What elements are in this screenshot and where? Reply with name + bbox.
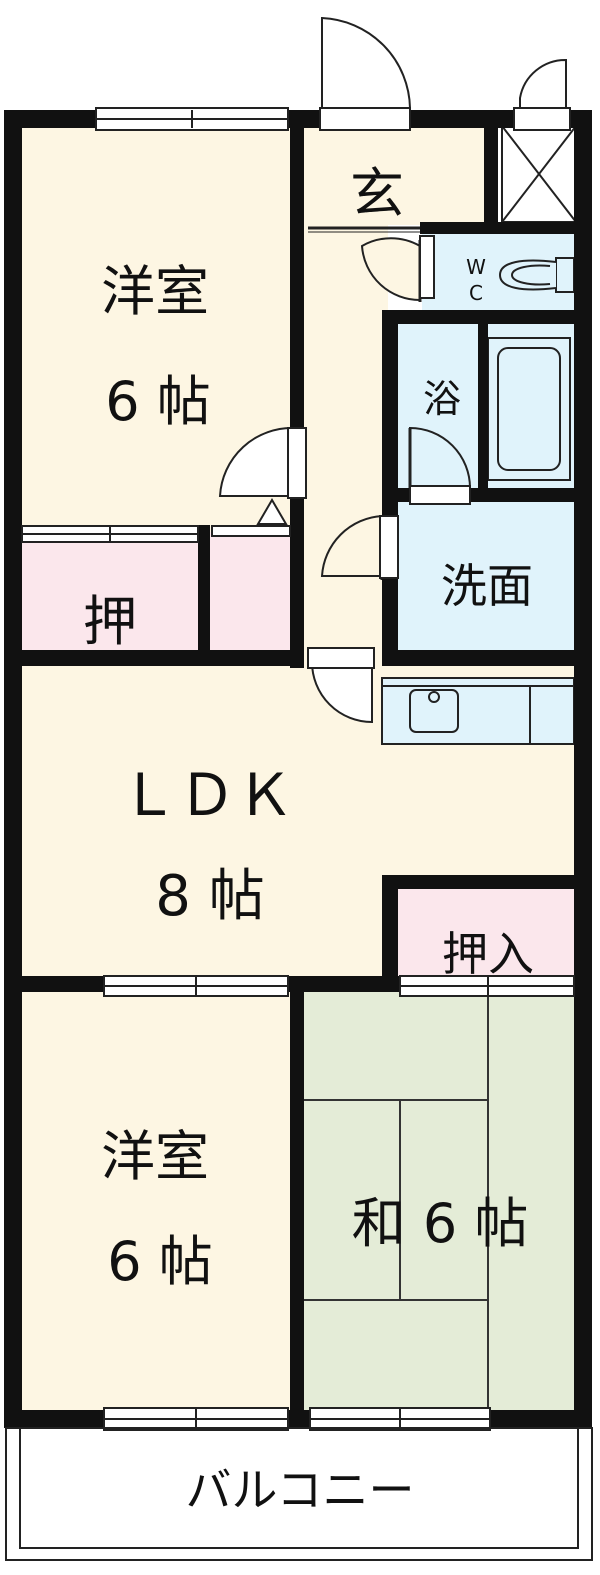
wall-v-center-bottom: [290, 980, 304, 1420]
japanese-label: 和 6 帖: [352, 1192, 529, 1255]
wall-left: [4, 110, 22, 1428]
sink-drain: [428, 691, 440, 703]
western-top-name: 洋室: [101, 260, 209, 323]
bath-entry: [409, 485, 471, 505]
bathtub: [487, 337, 571, 481]
sliding-door-closet-mid[interactable]: [399, 975, 575, 997]
wall-v-center-top: [290, 120, 304, 668]
western-bottom-size: 6 帖: [107, 1230, 213, 1293]
wc-label-top: W: [466, 255, 486, 279]
hallway-floor: [296, 225, 388, 665]
closet-top-label: 押: [83, 590, 137, 653]
storage-opening: [513, 107, 571, 131]
western-bottom-floor: [16, 985, 296, 1415]
kitchen-sink: [409, 689, 459, 733]
washroom-entry: [379, 515, 399, 579]
room-labels: 洋室 6 帖 玄 W C 浴 洗面 押 ＬＤＫ 8 帖 押入 洋室 6 帖 和 …: [83, 162, 534, 1517]
wc-label-bottom: C: [469, 281, 483, 305]
japanese-floor: [302, 985, 582, 1415]
bathtub-inner: [497, 347, 561, 471]
balcony-label: バルコニー: [185, 1463, 414, 1517]
balcony-railing: [5, 1427, 593, 1561]
closet-top-right-floor: [210, 532, 296, 660]
bath-label: 浴: [423, 377, 461, 421]
wall-h-wash: [382, 650, 582, 666]
wall-v-bath: [478, 322, 488, 492]
window-top: [95, 107, 289, 131]
wall-h-closet: [12, 650, 304, 666]
wall-v-ldk: [382, 875, 398, 990]
closet-marker: [256, 498, 288, 525]
fixtures: [308, 125, 577, 745]
wall-v-entrance: [484, 120, 498, 230]
sliding-door-closet-top[interactable]: [21, 525, 291, 543]
balcony-floor: [6, 1420, 594, 1560]
washroom-floor: [396, 500, 582, 650]
wall-right: [574, 110, 592, 1428]
wall-v-wet: [382, 312, 398, 666]
wall-h-wc-bottom: [382, 310, 582, 324]
windows: [21, 107, 575, 1431]
wc-entry: [419, 235, 435, 299]
wall-h-ldk-closet: [382, 875, 582, 889]
ldk-entry: [307, 647, 375, 669]
front-door[interactable]: [321, 16, 412, 110]
western-top-size: 6 帖: [105, 370, 211, 433]
shoe-cabinet: [501, 125, 577, 223]
entrance-floor: [296, 120, 496, 225]
window-balcony-left[interactable]: [103, 1407, 289, 1431]
washroom-label: 洗面: [441, 559, 533, 613]
kitchen-counter: [381, 677, 575, 745]
tatami-lines: [302, 985, 489, 1415]
closet-top-left-floor: [16, 532, 206, 660]
wall-h-wc: [420, 222, 582, 234]
closet-mid-floor: [396, 885, 582, 985]
doors: [218, 16, 567, 724]
ldk-name: ＬＤＫ: [120, 761, 294, 829]
western-top-entry: [287, 427, 307, 499]
entrance-label: 玄: [350, 162, 404, 225]
closet-mid-label: 押入: [442, 927, 534, 981]
window-balcony-right[interactable]: [309, 1407, 491, 1431]
sliding-door-western-bottom[interactable]: [103, 975, 289, 997]
ldk-size: 8 帖: [155, 864, 264, 929]
storage-door[interactable]: [519, 58, 567, 109]
wall-v-closet: [198, 525, 210, 665]
western-bottom-name: 洋室: [101, 1125, 209, 1188]
entrance-opening: [319, 107, 411, 131]
toilet: [498, 257, 575, 293]
